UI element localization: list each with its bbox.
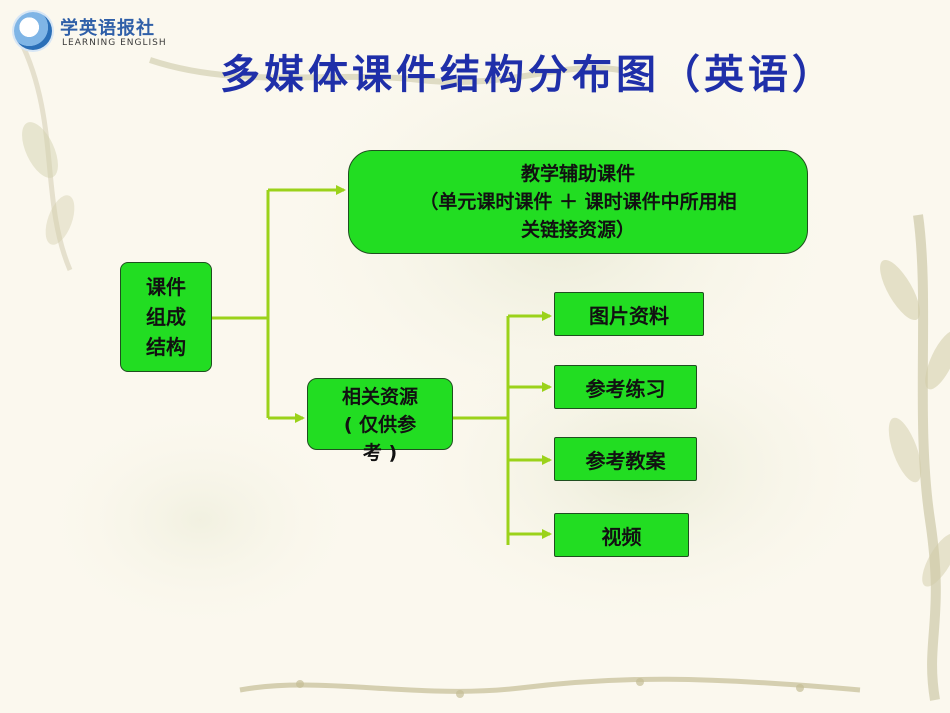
node-picture-materials: 图片资料 (554, 292, 704, 336)
node-video: 视频 (554, 513, 689, 557)
node-res-line-2: ( 仅供参 (343, 414, 417, 436)
node-res-line-1: 相关资源 (341, 386, 418, 408)
node-reference-lesson-plans: 参考教案 (554, 437, 697, 481)
page-title: 多媒体课件结构分布图（英语） (220, 51, 836, 98)
node-teaching-aux-courseware: 教学辅助课件 （单元课时课件 ＋ 课时课件中所用相 关链接资源） (348, 150, 808, 254)
node-res-line-3: 考 ) (362, 442, 398, 464)
logo-subtext: LEARNING ENGLISH (62, 38, 167, 48)
node-aux-line-2: （单元课时课件 ＋ 课时课件中所用相 (419, 191, 737, 213)
node-related-resources: 相关资源 ( 仅供参 考 ) (307, 378, 453, 464)
node-aux-line-1: 教学辅助课件 (520, 163, 635, 185)
node-aux-line-3: 关链接资源） (520, 219, 635, 241)
node-reference-exercises: 参考练习 (554, 365, 697, 409)
node-root-line-2: 组成 (146, 305, 186, 329)
node-root-line-1: 课件 (146, 275, 186, 299)
publisher-logo: 学英语报社 LEARNING ENGLISH (6, 4, 166, 54)
logo-text: 学英语报社 (60, 18, 155, 39)
node-root-line-3: 结构 (146, 335, 186, 359)
node-courseware-structure: 课件 组成 结构 (120, 262, 212, 372)
logo-emblem-icon (14, 12, 52, 50)
